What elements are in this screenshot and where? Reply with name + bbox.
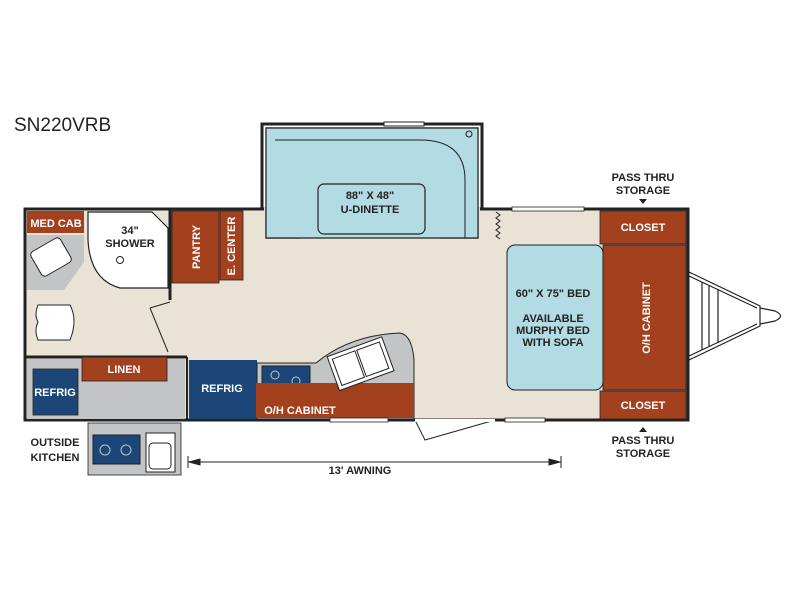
toilet-icon xyxy=(35,304,75,341)
closet-bottom xyxy=(599,390,687,420)
bed-note-1: AVAILABLE xyxy=(522,313,583,325)
entertainment-center xyxy=(219,210,244,281)
pass-thru-top-1: PASS THRU xyxy=(612,172,675,184)
model-name: SN220VRB xyxy=(14,115,111,136)
pantry-label: PANTRY xyxy=(191,224,203,269)
closet-bottom-label: CLOSET xyxy=(621,400,666,412)
shower xyxy=(87,211,169,289)
accordion-divider xyxy=(495,211,501,240)
arrow-up-icon xyxy=(639,427,647,432)
shower-size: 34" xyxy=(121,225,138,237)
pass-thru-bottom-1: PASS THRU xyxy=(612,435,675,447)
hitch-tongue xyxy=(688,271,782,361)
dinette-size: 88" X 48" xyxy=(346,190,394,202)
window xyxy=(329,417,389,423)
outside-kitchen-label-2: KITCHEN xyxy=(31,452,80,464)
burner-icon xyxy=(99,444,111,456)
door-opening xyxy=(415,419,495,422)
awning-label: 13' AWNING xyxy=(329,465,392,477)
bed-size: 60" X 75" BED xyxy=(516,288,591,300)
bed-note-2: MURPHY BED xyxy=(516,325,590,337)
dinette-light xyxy=(465,130,473,138)
pass-thru-bottom-2: STORAGE xyxy=(616,448,670,460)
shower-drain-icon xyxy=(116,256,124,264)
awning-dimension xyxy=(187,456,562,468)
bath-sink-icon xyxy=(30,237,72,277)
slideout-window xyxy=(383,121,425,127)
outside-sink-basin xyxy=(148,442,172,470)
burner-icon xyxy=(270,370,280,380)
oh-cabinet-kitchen-label: O/H CABINET xyxy=(264,405,336,417)
bath-door xyxy=(149,301,171,353)
entry-door xyxy=(414,419,496,441)
closet-top xyxy=(599,210,687,245)
e-center-label: E. CENTER xyxy=(226,217,238,276)
pass-thru-top-2: STORAGE xyxy=(616,185,670,197)
med-cab-label: MED CAB xyxy=(30,218,81,230)
arrow-down-icon xyxy=(639,199,647,204)
pantry xyxy=(171,210,220,284)
linen-label: LINEN xyxy=(108,364,141,376)
closet-top-label: CLOSET xyxy=(621,222,666,234)
dinette-label: U-DINETTE xyxy=(341,204,400,216)
linen xyxy=(81,356,168,382)
outside-stove xyxy=(92,434,141,465)
outside-kitchen-label-1: OUTSIDE xyxy=(31,437,80,449)
refrig-kitchen xyxy=(189,360,257,419)
refrig-bath-label: REFRIG xyxy=(34,387,76,399)
bed-note-3: WITH SOFA xyxy=(522,337,583,349)
kitchen-sink-icon xyxy=(326,336,395,392)
oh-cabinet-front xyxy=(602,244,687,391)
u-dinette: 88" X 48" U-DINETTE xyxy=(265,127,479,239)
refrig-bath xyxy=(32,368,79,416)
window xyxy=(511,206,585,212)
oh-cabinet-kitchen xyxy=(256,383,414,418)
window xyxy=(504,417,546,423)
refrig-kitchen-label: REFRIG xyxy=(201,383,243,395)
oh-cabinet-front-label: O/H CABINET xyxy=(641,282,653,354)
med-cab xyxy=(27,211,84,233)
shower-label: SHOWER xyxy=(105,238,155,250)
burner-icon xyxy=(120,444,132,456)
